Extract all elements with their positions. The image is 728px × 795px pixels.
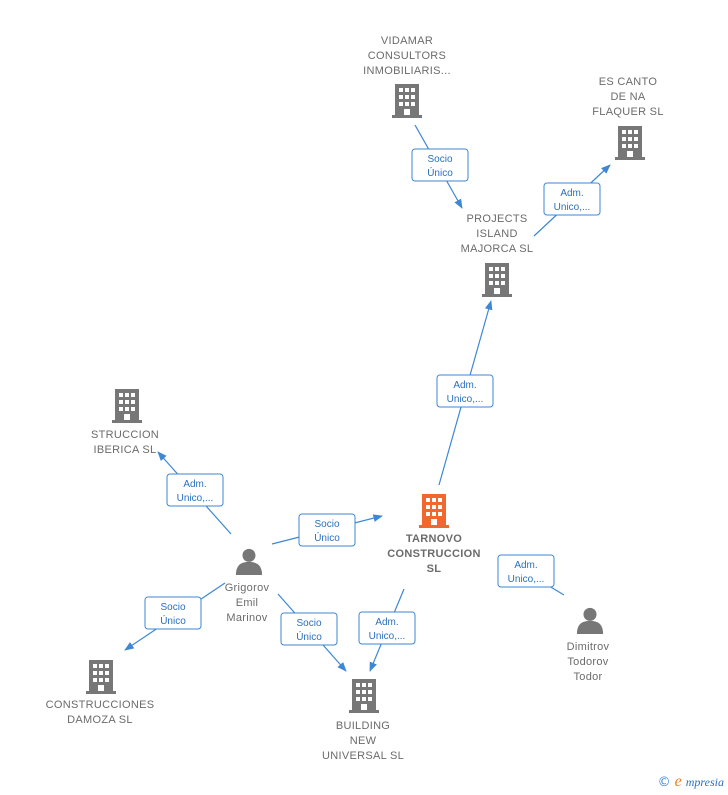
node-label-line: CONSULTORS [368, 50, 446, 62]
node-label-line: VIDAMAR [381, 35, 433, 47]
node-label-line: SL [427, 563, 442, 575]
edge-label-box [280, 612, 338, 646]
edge-label-line: Socio [160, 602, 185, 613]
node-label-line: CONSTRUCCIONES [46, 699, 155, 711]
node-damoza[interactable]: CONSTRUCCIONES DAMOZA SL [46, 660, 155, 726]
node-vidamar[interactable]: VIDAMAR CONSULTORS INMOBILIARIS... [363, 35, 451, 118]
edge-label-line: Único [427, 166, 453, 179]
node-label-line: PROJECTS [466, 213, 527, 225]
edges-layer [124, 124, 611, 672]
edge-label-projects-to-escanto[interactable]: Adm. Unico,... [543, 182, 601, 216]
edge-label-tarnovo-to-projects[interactable]: Adm. Unico,... [436, 374, 494, 408]
edge-label-box [166, 473, 224, 507]
edge-label-line: Unico,... [177, 493, 214, 504]
edge-label-line: Socio [296, 618, 321, 629]
node-label-line: Grigorov [225, 582, 270, 594]
building-icon [419, 494, 449, 528]
edge-label-box [298, 513, 356, 547]
person-icon [235, 548, 263, 575]
node-label-line: FLAQUER SL [592, 106, 663, 118]
node-label-line: ISLAND [476, 228, 518, 240]
edge-label-box [543, 182, 601, 216]
edge-label-box [358, 611, 416, 645]
copyright-icon: © [657, 774, 671, 790]
node-label-line: NEW [350, 735, 377, 747]
node-label-line: CONSTRUCCION [387, 548, 480, 560]
edge-label-box [436, 374, 494, 408]
node-label-line: Todorov [567, 656, 608, 668]
node-label-line: INMOBILIARIS... [363, 65, 451, 77]
brand-name: mpresia [685, 774, 724, 789]
edge-label-line: Socio [314, 519, 339, 530]
node-label-line: STRUCCION [91, 429, 159, 441]
edge-label-line: Unico,... [508, 574, 545, 585]
node-struccion[interactable]: STRUCCION IBERICA SL [91, 389, 159, 456]
person-icon [576, 607, 604, 634]
edge-label-box [144, 596, 202, 630]
edge-label-line: Único [314, 531, 340, 544]
edge-label-box [497, 554, 555, 588]
node-label-line: BUILDING [336, 720, 390, 732]
node-label-line: DAMOZA SL [67, 714, 133, 726]
edge-label-tarnovo-to-building[interactable]: Adm. Unico,... [358, 611, 416, 645]
node-label-line: MAJORCA SL [461, 243, 534, 255]
node-label-line: Todor [573, 671, 602, 683]
edge-label-grigorov-to-struccion[interactable]: Adm. Unico,... [166, 473, 224, 507]
node-building[interactable]: BUILDING NEW UNIVERSAL SL [322, 679, 404, 762]
node-tarnovo[interactable]: TARNOVO CONSTRUCCION SL [387, 494, 480, 575]
nodes-layer: VIDAMAR CONSULTORS INMOBILIARIS... ES CANTO… [46, 35, 664, 762]
edge-labels-layer: SocioÚnicoAdm.Unico,...Adm.Unico,...Adm.… [144, 148, 601, 646]
building-icon [86, 660, 116, 694]
node-label-line: TARNOVO [406, 533, 462, 545]
edge-label-line: Adm. [375, 617, 398, 628]
building-icon [112, 389, 142, 423]
edge-label-line: Unico,... [554, 202, 591, 213]
edge-label-line: Adm. [560, 188, 583, 199]
edge-label-line: Adm. [453, 380, 476, 391]
edge-label-line: Único [160, 614, 186, 627]
building-icon [392, 84, 422, 118]
building-icon [349, 679, 379, 713]
node-label-line: Dimitrov [567, 641, 610, 653]
node-projects[interactable]: PROJECTS ISLAND MAJORCA SL [461, 213, 534, 297]
node-label-line: Marinov [226, 612, 267, 624]
edge-label-line: Adm. [183, 479, 206, 490]
brand-initial: e [674, 773, 682, 790]
building-icon [482, 263, 512, 297]
node-label-line: IBERICA SL [94, 444, 157, 456]
edge-label-line: Unico,... [447, 394, 484, 405]
edge-label-line: Unico,... [369, 631, 406, 642]
node-escanto[interactable]: ES CANTO DE NA FLAQUER SL [592, 76, 663, 160]
edge-label-line: Socio [427, 154, 452, 165]
node-label-line: ES CANTO [599, 76, 658, 88]
edge-label-box [411, 148, 469, 182]
building-icon [615, 126, 645, 160]
edge-label-line: Adm. [514, 560, 537, 571]
node-label-line: UNIVERSAL SL [322, 750, 404, 762]
edge-label-line: Único [296, 630, 322, 643]
node-label-line: Emil [236, 597, 259, 609]
node-label-line: DE NA [610, 91, 645, 103]
edge-label-dimitrov-to-tarnovo[interactable]: Adm. Unico,... [497, 554, 555, 588]
